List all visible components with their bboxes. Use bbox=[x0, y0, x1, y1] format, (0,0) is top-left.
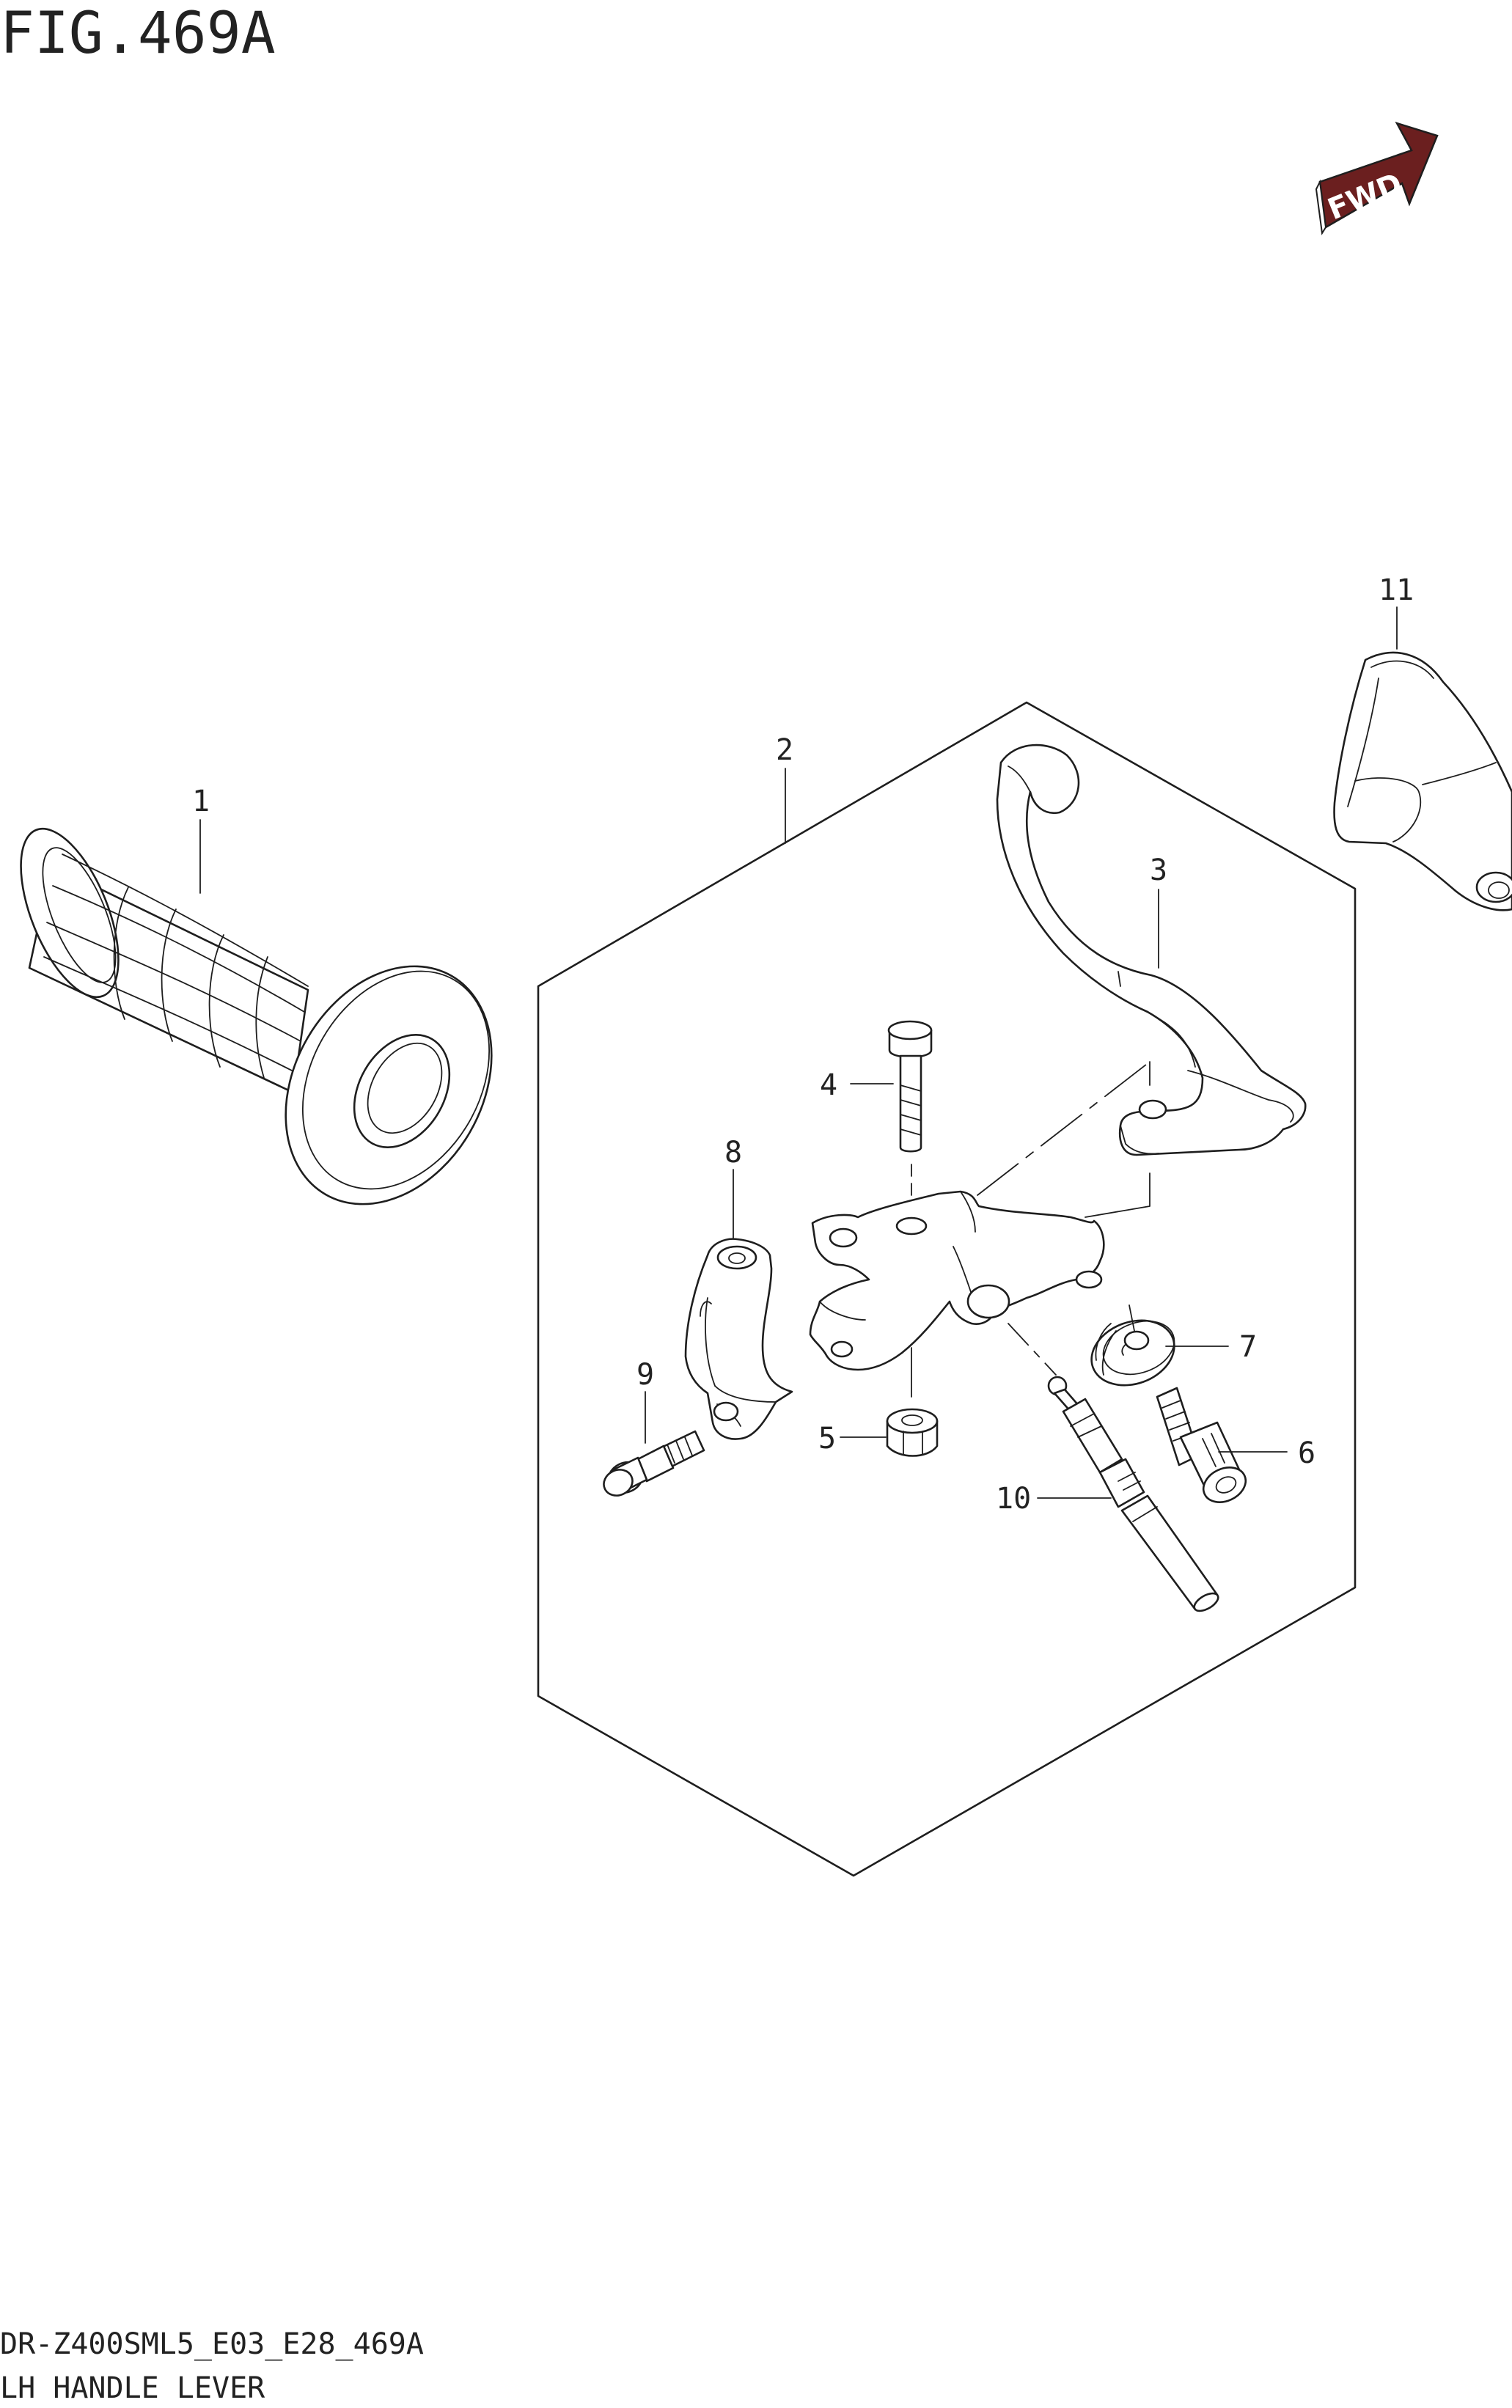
callout-1: 1 bbox=[192, 785, 210, 818]
figure-name: LH HANDLE LEVER bbox=[0, 2371, 265, 2405]
callout-2: 2 bbox=[776, 733, 793, 767]
part-clamp bbox=[684, 1238, 793, 1440]
part-nut bbox=[886, 1408, 939, 1457]
callout-6: 6 bbox=[1298, 1436, 1315, 1470]
part-pivot-bolt bbox=[887, 1020, 933, 1153]
callout-5: 5 bbox=[818, 1422, 836, 1456]
part-grip bbox=[20, 827, 493, 1205]
part-lever-holder bbox=[809, 1190, 1105, 1371]
part-lever-cover bbox=[1333, 651, 1512, 911]
part-cable-end bbox=[1047, 1376, 1219, 1612]
callout-11: 11 bbox=[1379, 573, 1414, 607]
callout-8: 8 bbox=[724, 1136, 742, 1170]
figure-code: DR-Z400SML5_E03_E28_469A bbox=[0, 2327, 424, 2361]
leader-lines bbox=[199, 606, 1398, 1499]
figure-title: FIG.469A bbox=[0, 1, 276, 67]
part-adjuster-ring bbox=[1090, 1304, 1175, 1387]
part-adjuster-bolt bbox=[1156, 1387, 1247, 1503]
callout-9: 9 bbox=[636, 1358, 654, 1392]
forward-arrow-icon: FWD bbox=[1315, 121, 1439, 235]
assembly-outline bbox=[537, 701, 1357, 1877]
part-clamp-bolt bbox=[603, 1430, 705, 1497]
callout-4: 4 bbox=[820, 1068, 837, 1102]
callout-10: 10 bbox=[996, 1482, 1031, 1516]
part-clutch-lever bbox=[996, 744, 1307, 1156]
callout-3: 3 bbox=[1150, 854, 1167, 887]
callout-7: 7 bbox=[1239, 1330, 1257, 1364]
